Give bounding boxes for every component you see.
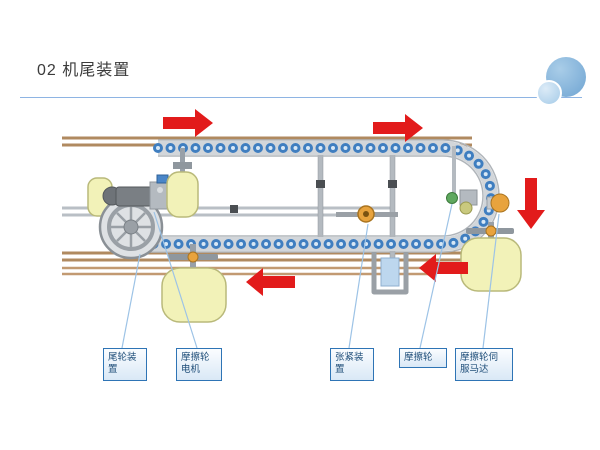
- arrow-left-bottom-right-icon: [419, 254, 468, 282]
- arrow-down-right-side-icon: [517, 178, 545, 229]
- callout-tension-device: 张紧装 置: [330, 348, 374, 381]
- friction-wheel-motor: [102, 174, 175, 210]
- friction-wheel: [446, 192, 458, 204]
- tail-wheel: [98, 194, 164, 260]
- friction-wheel-and-servo: [446, 146, 510, 215]
- callout-friction-wheel-motor: 摩擦轮 电机: [176, 348, 222, 381]
- tension-device: [336, 205, 409, 295]
- arrow-right-top-right-icon: [373, 114, 423, 142]
- callout-friction-wheel: 摩擦轮: [399, 348, 447, 369]
- page-title: 02 机尾装置: [37, 62, 131, 79]
- carrier-wheel-upper-left: [166, 148, 199, 218]
- callout-friction-wheel-servo: 摩擦轮伺 服马达: [455, 348, 513, 381]
- carrier-wheel-lower-left: [161, 244, 227, 323]
- callout-tail-wheel-device: 尾轮装 置: [103, 348, 147, 381]
- arrow-right-top-left-icon: [163, 109, 213, 137]
- leader-lines: [121, 203, 500, 349]
- accent-divider: [20, 97, 582, 98]
- arrow-left-bottom-center-icon: [246, 268, 295, 296]
- direction-arrows: [163, 109, 545, 296]
- logo-circle-small-icon: [536, 80, 562, 106]
- servo-motor: [490, 193, 510, 213]
